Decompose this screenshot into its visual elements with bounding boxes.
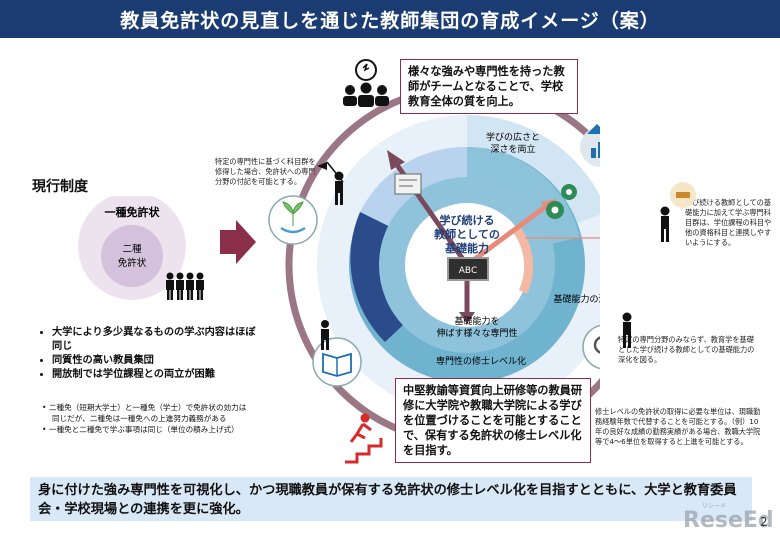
runner-stairs-icon [345, 413, 383, 464]
certificate-icon [394, 173, 422, 195]
people-group-icon [166, 272, 204, 300]
second-class-label-2: 免許状 [118, 257, 147, 269]
blackboard-icon [447, 257, 489, 281]
center-line-2: 教師としての [433, 227, 500, 241]
person-icon [622, 312, 632, 348]
growth-diagram: 学び続ける 教師としての 基礎能力 ABC 学びの広さと 深さを両立 基礎能力の… [268, 83, 600, 464]
arrow-down-head [459, 312, 475, 324]
summary-box: 身に付けた強み専門性を可視化し、かつ現職教員が保有する免許状の修士レベル化を目指… [30, 477, 752, 521]
degree-icon [670, 182, 696, 208]
blackboard-text: ABC [459, 266, 477, 276]
expertise-label-2: 伸ばす様々な専門性 [436, 327, 517, 339]
current-system-heading: 現行制度 [32, 179, 88, 195]
current-system-bullets: 大学により多少異なるものの学ぶ内容はほぼ同じ 同質性の高い教員集団 開放制では学… [40, 326, 257, 382]
side-note-right-mid: 特定の専門分野のみならず、教育学を基礎とした学び続ける教師としての基礎能力の深化… [618, 335, 755, 364]
side-note-right-top: 学び続ける教師としての基礎能力に加えて学ぶ専門科目群は、学位課程の科目や他の資格… [685, 198, 772, 247]
center-line-3: 基礎能力 [444, 241, 489, 255]
arrow-right [465, 204, 547, 268]
deepening-label: 基礎能力の深化 [553, 293, 600, 305]
note-item: 一種免と二種免で学ぶ事項は同じ（単位の積み上げ式） [49, 424, 247, 435]
second-class-label-1: 二種 [122, 244, 142, 255]
bullet-item: 大学により多少異なるものの学ぶ内容はほぼ同じ [52, 326, 257, 354]
callout-bottom: 中堅教諭等資質向上研修等の教員研修に大学院や教職大学院による学びを位置づけること… [395, 378, 591, 463]
search-gear-icon [582, 324, 600, 370]
arrow-left-head [387, 150, 405, 170]
page-title: 教員免許状の見直しを通じた教師集団の育成イメージ（案） [120, 9, 660, 32]
hand-plant-icon [268, 195, 318, 245]
page-number: 2 [760, 515, 768, 529]
current-system-notes: 二種免（短期大学士）と一種免（学士）で免許状の効力は同じだが、二種免は一種免への… [42, 402, 247, 435]
center-line-1: 学び続ける [440, 213, 495, 227]
watermark-sub: リシード [702, 503, 727, 510]
note-item: 二種免（短期大学士）と一種免（学士）で免許状の効力は同じだが、二種免は一種免への… [49, 402, 247, 424]
side-note-right-bottom: 修士レベルの免許状の取得に必要な単位は、現職勤務経験年数で代替することを可能とす… [595, 407, 761, 446]
person-icon [660, 206, 670, 242]
bullet-item: 同質性の高い教員集団 [52, 354, 257, 368]
transition-arrow-icon [220, 220, 256, 264]
master-level-label: 専門性の修士レベル化 [436, 355, 526, 367]
breadth-label-1: 学びの広さと [486, 131, 540, 143]
second-class-circle [101, 225, 163, 287]
person-icon [321, 320, 329, 350]
title-bar: 教員免許状の見直しを通じた教師集団の育成イメージ（案） [0, 0, 780, 38]
growth-arrow-icon [580, 124, 600, 167]
callout-top: 様々な強みや専門性を持った教師がチームとなることで、学校教育全体の質を向上。 [400, 59, 578, 114]
book-icon [312, 337, 362, 387]
expertise-label-1: 基礎能力を [454, 315, 499, 327]
bullet-item: 開放制では学位課程との両立が困難 [52, 368, 257, 382]
first-class-label: 一種免許状 [105, 205, 161, 219]
breadth-label-2: 深さを両立 [490, 143, 535, 155]
pink-arc [513, 227, 534, 294]
watermark-logo: ReseEd [683, 508, 774, 533]
side-note-left: 特定の専門性に基づく科目群を修得した場合、免許状への専門分野の付記を可能とする。 [215, 157, 316, 186]
license-circles: 一種免許状 二種 免許状 [78, 196, 204, 300]
idea-team-icon [343, 59, 389, 107]
person-flag-icon [317, 161, 344, 205]
gears-icon [546, 184, 577, 219]
